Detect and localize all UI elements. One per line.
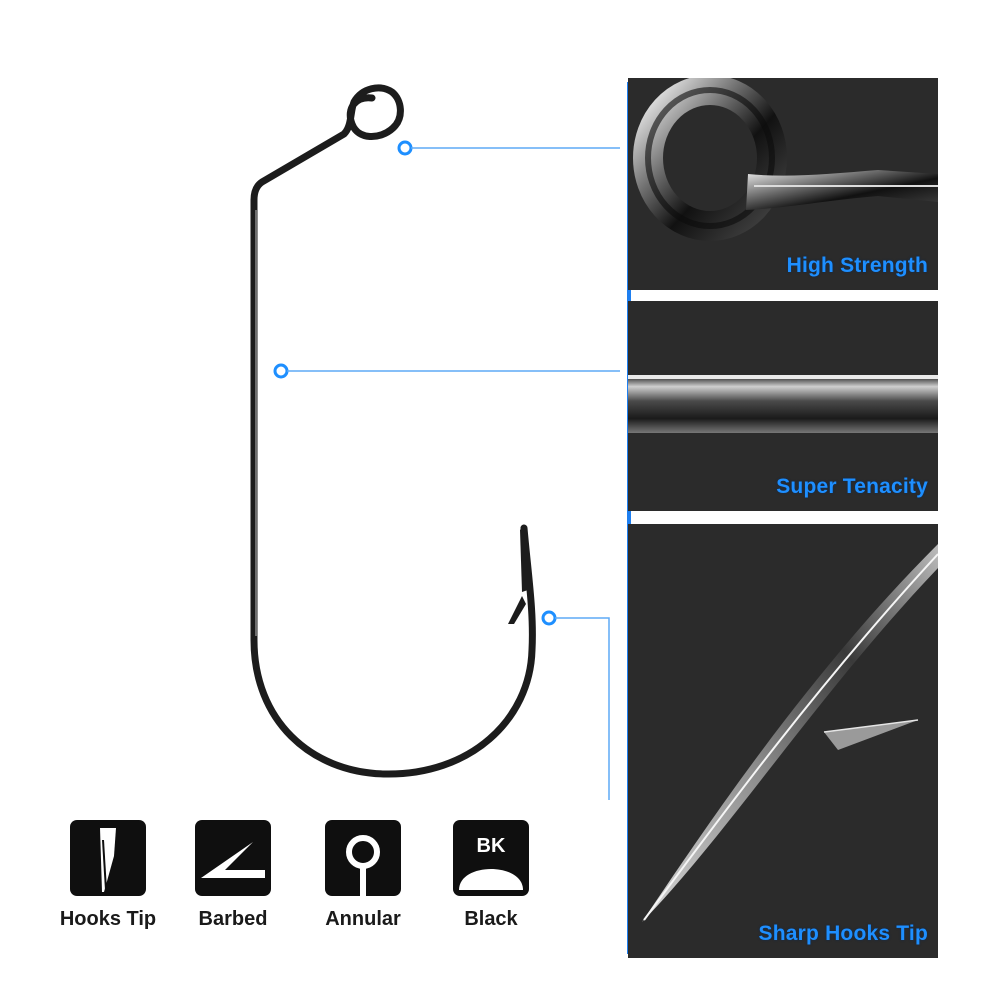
callout-label-super-tenacity: Super Tenacity [776, 475, 928, 498]
hook-tip-closeup [642, 544, 938, 922]
hook-barb [508, 596, 526, 624]
callout-label-sharp-tip: Sharp Hooks Tip [758, 922, 928, 945]
feature-label: Hooks Tip [59, 908, 157, 930]
hook-shank-closeup [628, 375, 938, 433]
hook-point [520, 526, 528, 592]
feature-annular: Annular [308, 820, 418, 931]
accent-divider [627, 82, 631, 954]
detail-panel-high-strength: High Strength [628, 78, 938, 290]
hook-eye-closeup [633, 78, 938, 241]
hook-body [250, 84, 536, 778]
detail-panel-super-tenacity: Super Tenacity [628, 301, 938, 511]
callout-line-tip [555, 617, 610, 800]
feature-hooks-tip: Hooks Tip [53, 820, 163, 931]
bk-badge-text: BK [477, 835, 506, 857]
eyelet-icon [325, 820, 401, 896]
feature-label: Barbed [198, 908, 268, 930]
barb-icon [195, 820, 271, 896]
hook-tip-icon [70, 820, 146, 896]
fishing-hook-illustration [250, 84, 620, 800]
detail-panel-sharp-tip: Sharp Hooks Tip [628, 524, 938, 958]
callout-dot-eye [397, 140, 413, 156]
callout-label-high-strength: High Strength [786, 254, 928, 277]
callout-dot-shank [273, 363, 289, 379]
feature-label: Annular [325, 908, 401, 930]
feature-black: BK Black [436, 820, 546, 931]
feature-barbed: Barbed [178, 820, 288, 931]
black-coating-icon: BK [453, 820, 529, 896]
feature-label: Black [464, 908, 518, 930]
callout-dot-tip [541, 610, 557, 626]
